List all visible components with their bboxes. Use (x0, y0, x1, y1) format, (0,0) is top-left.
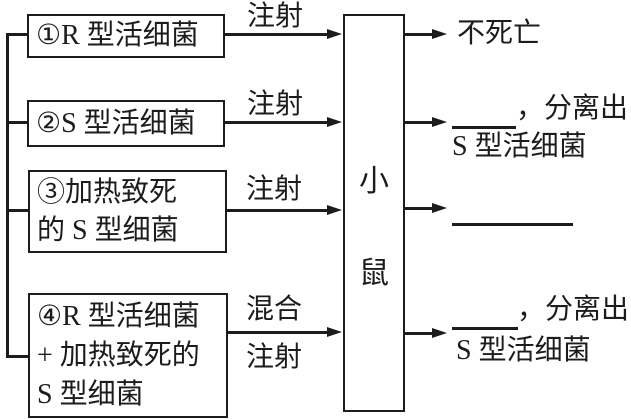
mouse-box-char-2: 鼠 (359, 257, 389, 290)
arrow-line-3 (227, 209, 329, 212)
input-box-4-text-line1: ④R 型活细菌 (37, 301, 200, 332)
arrow-head-icon (432, 29, 447, 39)
arrow-line-4 (228, 331, 329, 334)
input-box-4-text-line3: S 型细菌 (37, 379, 144, 410)
result-arrow-line-3 (405, 207, 434, 210)
result-2-answer-blank (452, 126, 516, 129)
result-4-after-blank: ，分离出 (517, 294, 630, 325)
input-box-3-text-line1: ③加热致死 (37, 176, 178, 208)
arrow-head-icon (432, 117, 447, 127)
arrow-head-icon (432, 203, 447, 213)
arrow-4-label-bottom: 注射 (246, 342, 303, 373)
bracket-stub-4 (6, 355, 29, 358)
arrow-head-icon (327, 327, 342, 337)
arrow-2-label: 注射 (247, 89, 304, 120)
bracket-vertical-line (6, 33, 9, 358)
result-1-text: 不死亡 (457, 18, 542, 49)
arrow-1-label: 注射 (247, 1, 304, 32)
result-3-answer-blank (452, 223, 573, 226)
input-box-1-text: ①R 型活细菌 (36, 20, 199, 51)
arrow-head-icon (327, 205, 342, 215)
result-2-after-blank: ，分离出 (516, 93, 629, 124)
result-arrow-line-4 (405, 332, 434, 335)
arrow-line-2 (225, 121, 329, 124)
arrow-head-icon (327, 117, 342, 127)
result-4-line2: S 型活细菌 (456, 335, 591, 366)
arrow-4-label-top: 混合 (246, 294, 303, 325)
mouse-box: 小 鼠 (343, 14, 405, 412)
input-box-3-text-line2: 的 S 型细菌 (37, 214, 179, 246)
input-box-2-text: ②S 型活细菌 (36, 107, 196, 139)
input-box-1: ①R 型活细菌 (27, 14, 225, 58)
result-2-line2: S 型活细菌 (452, 131, 587, 162)
arrow-line-1 (225, 33, 329, 36)
result-4-answer-blank (452, 327, 518, 330)
result-arrow-line-2 (405, 121, 434, 124)
arrow-head-icon (432, 328, 447, 338)
arrow-3-label: 注射 (246, 174, 303, 205)
bracket-stub-3 (6, 209, 29, 212)
input-box-3: ③加热致死 的 S 型细菌 (28, 170, 227, 253)
bracket-stub-1 (6, 33, 28, 36)
arrow-head-icon (327, 29, 342, 39)
mouse-box-char-1: 小 (359, 165, 389, 198)
input-box-4: ④R 型活细菌 + 加热致死的 S 型细菌 (28, 293, 228, 418)
input-box-4-text-line2: + 加热致死的 (37, 340, 200, 371)
bracket-stub-2 (6, 121, 28, 124)
input-box-2: ②S 型活细菌 (27, 100, 225, 147)
result-arrow-line-1 (405, 33, 434, 36)
